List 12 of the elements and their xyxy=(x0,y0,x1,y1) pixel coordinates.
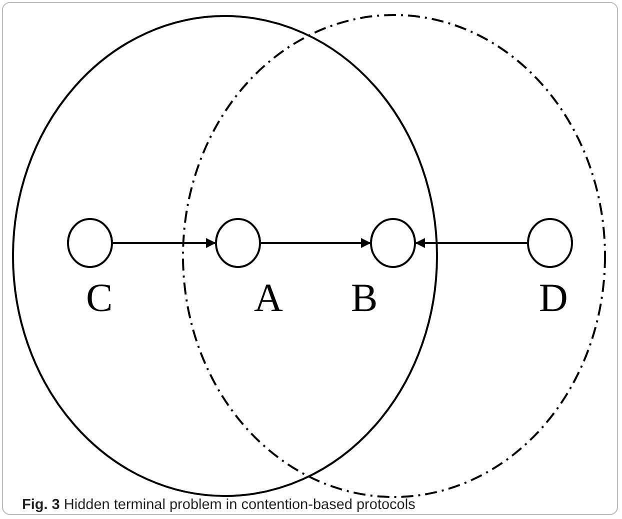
node-label: B xyxy=(351,278,378,318)
node-label: A xyxy=(254,278,283,318)
node-label: D xyxy=(539,278,568,318)
node-label: C xyxy=(86,278,113,318)
node-circle xyxy=(67,218,113,268)
arrow xyxy=(113,238,216,248)
arrow xyxy=(261,238,371,248)
arrow xyxy=(415,238,527,248)
node-circle xyxy=(527,218,573,268)
figure-caption: Fig. 3 Hidden terminal problem in contention-based protocols xyxy=(22,497,416,513)
node-circle xyxy=(370,218,416,268)
node-circle xyxy=(215,218,261,268)
